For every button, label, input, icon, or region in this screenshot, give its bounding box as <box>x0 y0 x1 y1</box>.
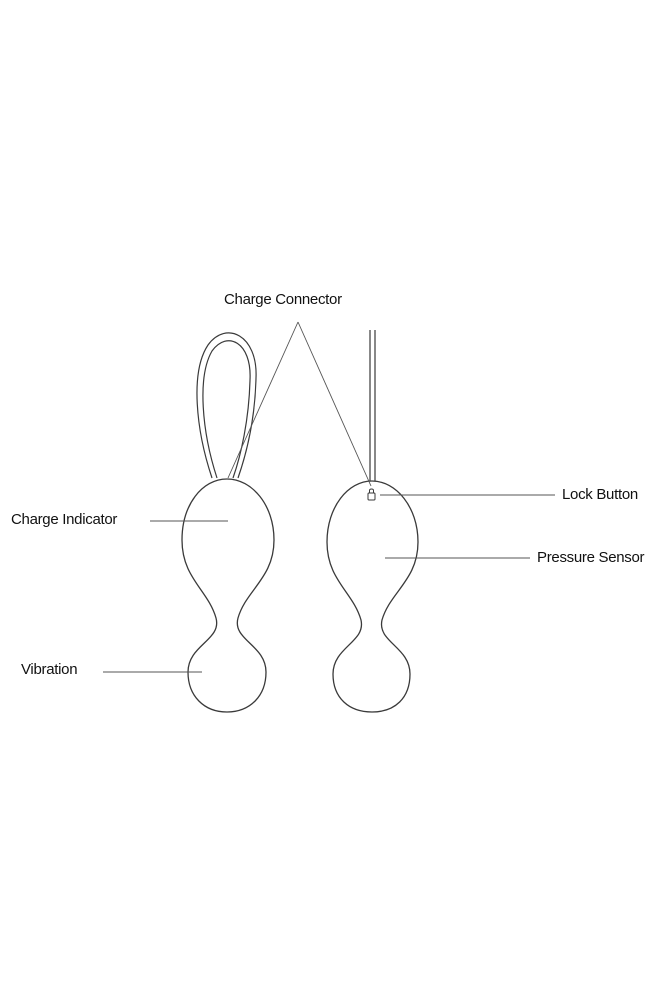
leader-charge-connector-right <box>297 321 372 487</box>
left-device-body <box>181 478 275 713</box>
right-straight-cord <box>369 330 376 481</box>
lock-button-icon <box>367 488 376 501</box>
label-pressure-sensor: Pressure Sensor <box>537 549 645 566</box>
label-charge-indicator: Charge Indicator <box>11 511 118 528</box>
label-vibration: Vibration <box>21 661 78 678</box>
leader-charge-connector-left <box>227 321 299 479</box>
label-lock-button: Lock Button <box>562 486 638 503</box>
loop-cord-inner <box>202 340 251 479</box>
left-loop-cord <box>196 332 257 479</box>
label-charge-connector: Charge Connector <box>224 291 342 308</box>
loop-cord-outer <box>196 332 257 479</box>
right-device-body <box>326 480 419 713</box>
leader-lines <box>103 321 555 673</box>
